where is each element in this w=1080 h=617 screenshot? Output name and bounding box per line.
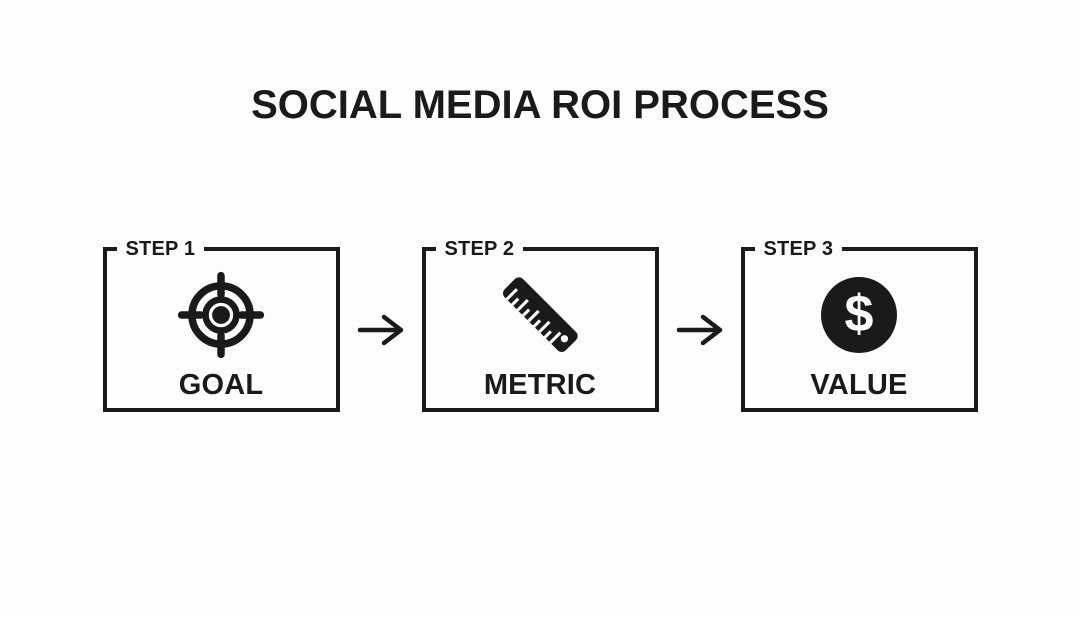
dollar-sign-icon: $ xyxy=(745,269,974,361)
step-label: STEP 2 xyxy=(435,238,524,260)
page-title: SOCIAL MEDIA ROI PROCESS xyxy=(251,83,829,127)
step-name: VALUE xyxy=(810,369,908,401)
step-box-metric: STEP 2 xyxy=(421,238,659,412)
step-label: STEP 1 xyxy=(116,238,205,260)
step-label: STEP 3 xyxy=(754,238,843,260)
arrow-right-icon xyxy=(340,247,422,412)
arrow-right-icon xyxy=(659,247,741,412)
step-box-goal: STEP 1 GOAL xyxy=(102,238,340,412)
step-name: GOAL xyxy=(178,369,264,401)
process-flow: STEP 1 GOAL xyxy=(0,238,1080,412)
ruler-icon xyxy=(426,269,655,361)
dollar-circle: $ xyxy=(821,277,897,353)
step-name: METRIC xyxy=(483,369,597,401)
step-box-value: STEP 3 $ VALUE xyxy=(740,238,978,412)
target-icon xyxy=(107,269,336,361)
dollar-symbol: $ xyxy=(844,285,874,343)
